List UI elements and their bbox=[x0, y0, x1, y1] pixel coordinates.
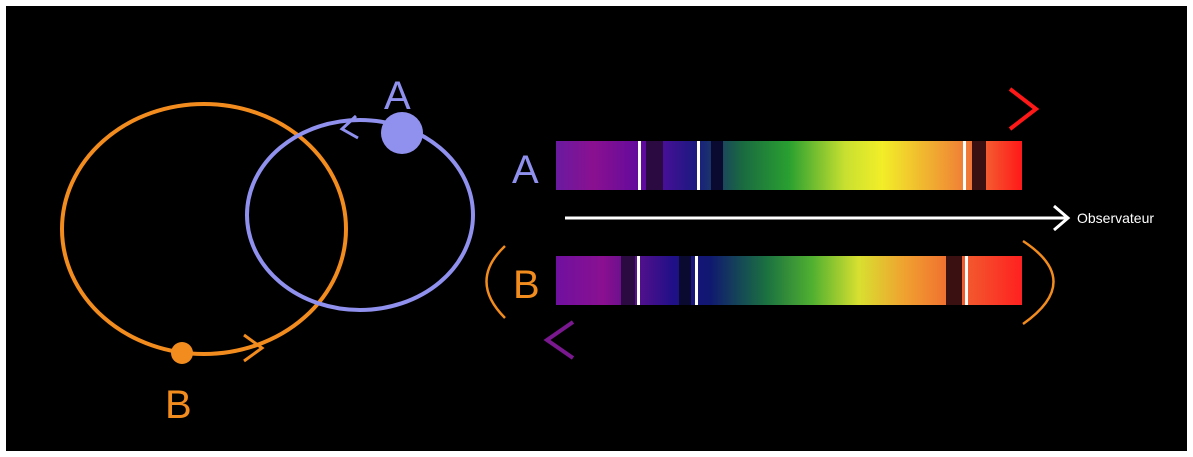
spectrum-a-dark-band bbox=[711, 141, 723, 190]
spectrum-b-absorption-lines bbox=[621, 256, 968, 305]
spectrum-a-label: A bbox=[512, 148, 539, 192]
spectrum-b-dark-band bbox=[679, 256, 691, 305]
star-b bbox=[171, 342, 193, 364]
orbit-b bbox=[60, 102, 348, 356]
orbit-a bbox=[245, 118, 475, 312]
star-b-label: B bbox=[165, 383, 192, 427]
spectrum-b-dark-band bbox=[621, 256, 635, 305]
spectrum-a-bar bbox=[556, 141, 1022, 190]
blueshift-arrowhead bbox=[543, 320, 575, 360]
spectrum-a-absorption-lines bbox=[638, 141, 986, 190]
orbit-a-direction-arrow bbox=[339, 114, 359, 140]
star-a bbox=[381, 112, 423, 154]
spectrum-a-line bbox=[963, 141, 966, 190]
orbit-b-direction-arrow bbox=[243, 333, 265, 363]
star-a-label: A bbox=[384, 74, 411, 118]
spectrum-b-right-paren bbox=[1022, 239, 1055, 326]
diagram-canvas: A B A Observateur B bbox=[6, 6, 1187, 451]
redshift-arrowhead bbox=[1008, 87, 1040, 131]
spectrum-b-left-paren bbox=[485, 245, 506, 319]
spectrum-b-dark-band bbox=[946, 256, 962, 305]
observer-label: Observateur bbox=[1077, 210, 1154, 226]
spectrum-b-line bbox=[637, 256, 640, 305]
spectrum-b-line bbox=[695, 256, 698, 305]
spectrum-b-label: B bbox=[513, 263, 540, 307]
spectrum-a-line bbox=[638, 141, 641, 190]
spectrum-a-line bbox=[697, 141, 700, 190]
spectrum-b-line bbox=[965, 256, 968, 305]
observer-arrowhead bbox=[1053, 204, 1071, 232]
spectrum-a-dark-band bbox=[646, 141, 663, 190]
spectrum-a-dark-band bbox=[972, 141, 986, 190]
